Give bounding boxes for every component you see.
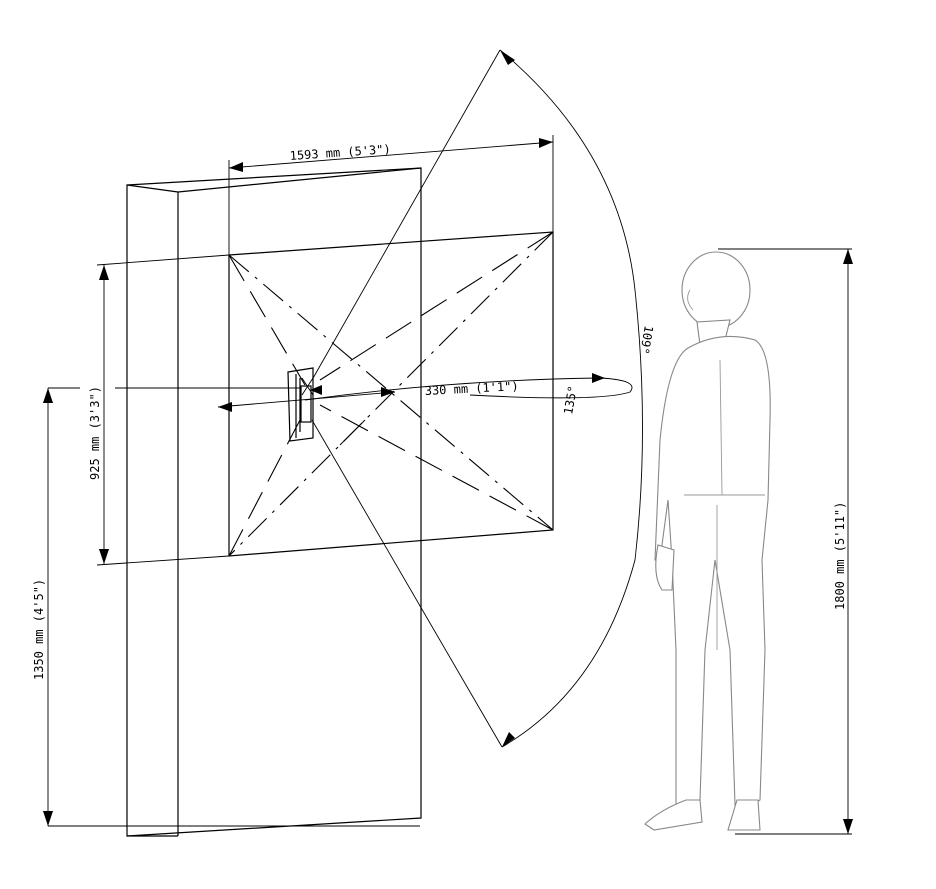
person-figure <box>644 251 771 831</box>
horizontal-angle-label: 135° <box>561 385 580 416</box>
vertical-view-cone <box>311 49 643 748</box>
horizontal-angle-arc <box>304 373 633 401</box>
width-label: 1593 mm (5'3") <box>289 142 391 163</box>
person-height-dimension: 1800 mm (5'11") <box>718 248 853 835</box>
wall-panel <box>126 167 422 837</box>
person-height-label: 1800 mm (5'11") <box>833 502 847 610</box>
mount-height-label: 1350 mm (4'5") <box>32 579 46 680</box>
distance-dimension: 330 mm (1'1") <box>217 379 519 412</box>
mount-height-dimension: 1350 mm (4'5") <box>32 387 420 827</box>
vertical-angle-label: 109° <box>637 324 656 355</box>
height-label: 925 mm (3'3") <box>88 386 102 480</box>
coverage-frame <box>228 231 554 557</box>
width-dimension: 1593 mm (5'3") <box>228 135 554 255</box>
camera-device <box>287 367 314 442</box>
height-dimension: 925 mm (3'3") <box>88 254 230 566</box>
distance-label: 330 mm (1'1") <box>424 379 519 398</box>
